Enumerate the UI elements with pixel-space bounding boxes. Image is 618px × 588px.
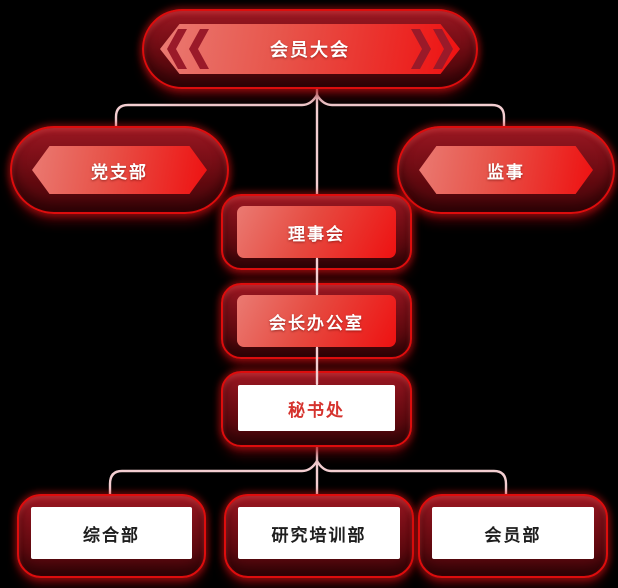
chevron-right-icon [433, 29, 453, 69]
president-office-shape: 会长办公室 [237, 295, 396, 347]
node-president-office: 会长办公室 [221, 283, 412, 359]
secretariat-shape: 秘书处 [238, 385, 395, 431]
council-shape: 理事会 [237, 206, 396, 258]
edge-congress-branches [114, 92, 506, 152]
node-label: 研究培训部 [271, 525, 367, 546]
node-supervisors: 监事 [397, 126, 615, 214]
chevron-left-icon [189, 29, 209, 69]
node-label: 综合部 [83, 525, 140, 546]
edge-secretariat-branches [108, 458, 508, 509]
party-branch-shape: 党支部 [32, 146, 207, 194]
general-dept-shape: 综合部 [31, 507, 192, 559]
chevron-right-icon [411, 29, 431, 69]
node-label: 会长办公室 [269, 313, 364, 334]
node-label: 理事会 [288, 224, 345, 245]
node-research-training-dept: 研究培训部 [224, 494, 414, 578]
node-member-congress: 会员大会 [142, 9, 478, 89]
chevron-left-icon [167, 29, 187, 69]
research-training-dept-shape: 研究培训部 [238, 507, 400, 559]
node-membership-dept: 会员部 [418, 494, 608, 578]
node-label: 会员部 [484, 525, 542, 546]
membership-dept-shape: 会员部 [432, 507, 594, 559]
node-label: 党支部 [91, 162, 148, 183]
node-council: 理事会 [221, 194, 412, 270]
member-congress-banner: 会员大会 [160, 24, 460, 74]
supervisors-shape: 监事 [419, 146, 593, 194]
node-label: 会员大会 [270, 40, 350, 61]
node-label: 监事 [487, 162, 525, 183]
node-party-branch: 党支部 [10, 126, 229, 214]
node-general-dept: 综合部 [17, 494, 206, 578]
node-secretariat: 秘书处 [221, 371, 412, 447]
node-label: 秘书处 [288, 400, 345, 421]
